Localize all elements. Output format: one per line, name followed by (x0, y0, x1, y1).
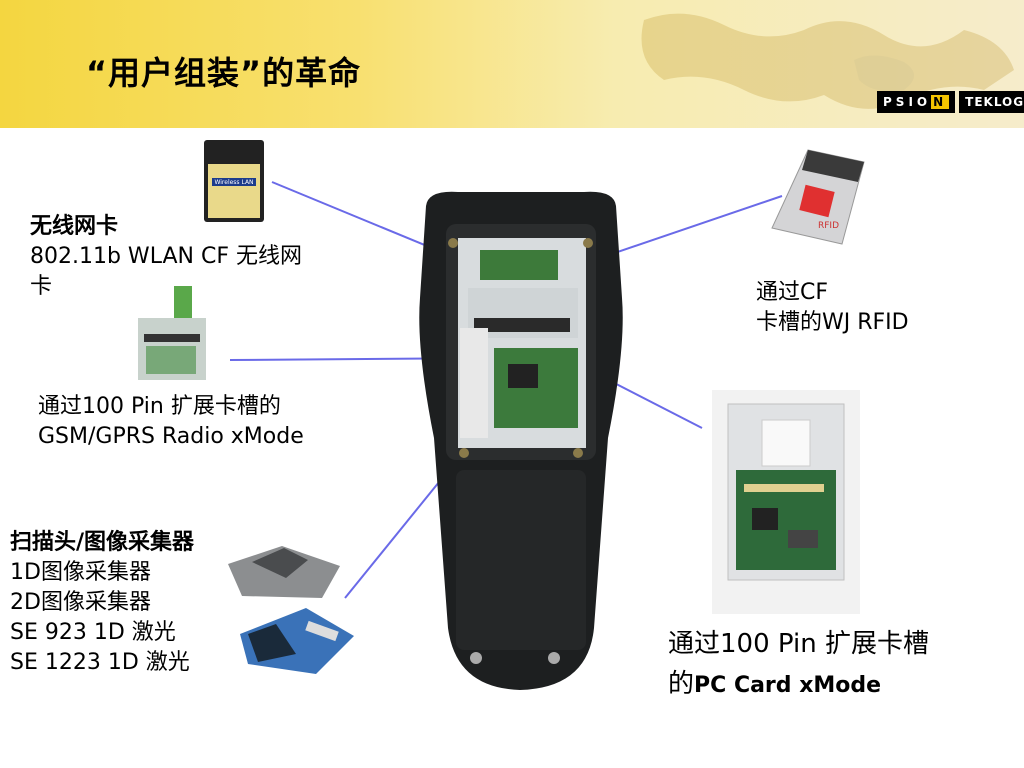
scanner-item: SE 923 1D 激光 (10, 620, 176, 645)
cf-card-text: Wireless LAN (214, 179, 253, 186)
gsm-line1: 通过100 Pin 扩展卡槽的 (38, 394, 281, 419)
label-cf-rfid: 通过CF 卡槽的WJ RFID (756, 278, 909, 338)
scanner-heading: 扫描头/图像采集器 (10, 530, 195, 555)
handheld-device-image (419, 191, 623, 690)
scanner-laser-engine-image (240, 608, 354, 674)
label-wlan: 无线网卡 802.11b WLAN CF 无线网 卡 (30, 212, 302, 302)
world-map-watermark (641, 13, 1014, 109)
pccard-bold: PC Card xMode (694, 673, 882, 698)
cf-rfid-line1: 通过CF (756, 280, 829, 305)
scanner-item: 2D图像采集器 (10, 590, 151, 615)
logo-teklogix: TEKLOGIX (959, 91, 1024, 113)
wlan-heading: 无线网卡 (30, 214, 119, 239)
pccard-prefix: 的 (668, 669, 695, 699)
scanner-1d-engine-image (228, 546, 340, 598)
pc-card-rfid-image: RFID (771, 149, 865, 245)
wlan-line1: 802.11b WLAN CF 无线网 (30, 244, 302, 269)
scanner-item: SE 1223 1D 激光 (10, 650, 190, 675)
slide-title: “用户组装”的革命 (86, 54, 362, 92)
pccard-line2: 的PC Card xMode (668, 664, 929, 706)
cf-rfid-line2: 卡槽的WJ RFID (756, 310, 909, 335)
label-pccard: 通过100 Pin 扩展卡槽 的PC Card xMode (668, 624, 929, 706)
label-scanner: 扫描头/图像采集器 1D图像采集器 2D图像采集器 SE 923 1D 激光 S… (10, 528, 194, 678)
gsm-module-image (138, 286, 206, 380)
wlan-line2: 卡 (30, 274, 53, 299)
gsm-line2: GSM/GPRS Radio xMode (38, 424, 304, 449)
pc-card-logo: RFID (818, 221, 839, 231)
scanner-item: 1D图像采集器 (10, 560, 151, 585)
pc-card-xmode-image (712, 390, 860, 614)
label-gsm: 通过100 Pin 扩展卡槽的 GSM/GPRS Radio xMode (38, 392, 304, 452)
cf-wireless-card-image: Wireless LAN (204, 140, 264, 222)
pccard-line1: 通过100 Pin 扩展卡槽 (668, 629, 929, 659)
